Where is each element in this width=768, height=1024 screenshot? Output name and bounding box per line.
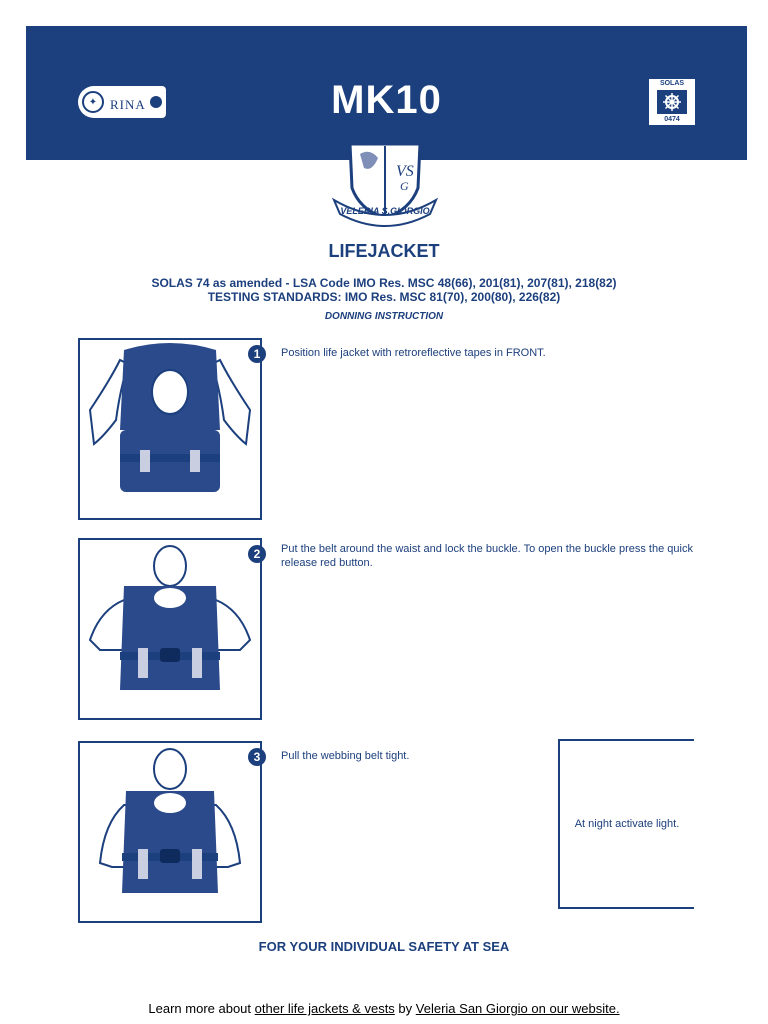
footer-prefix: Learn more about [148,1001,255,1016]
step-1-text: Position life jacket with retroreflectiv… [281,347,546,359]
step-2-text: Put the belt around the waist and lock t… [281,543,693,569]
section-title: DONNING INSTRUCTION [324,311,444,322]
veleria-crest-logo: VS G VELERIA S.GIORGIO [330,138,440,230]
other-lifejackets-link[interactable]: other life jackets & vests [254,1001,395,1016]
step-1-number: 1 [248,345,266,363]
header-banner: ✦ RINA MK10 SOLAS 0474 [26,26,747,160]
page-title: MK10 [331,78,442,122]
rina-mark-icon [149,96,162,108]
step-1-illustration [78,338,262,520]
ship-wheel-icon [657,90,687,114]
svg-text:G: G [400,179,409,193]
solas-badge-number: 0474 [664,116,680,123]
rina-logo-text: RINA [110,96,146,112]
night-light-note: At night activate light. [574,818,680,830]
step-3-illustration [78,741,262,923]
document-heading: LIFEJACKET [328,241,440,261]
crest-text: VELERIA S.GIORGIO [340,206,430,216]
step-3-number: 3 [248,748,266,766]
rina-seal-icon: ✦ [82,91,104,113]
footer-middle: by [394,1001,416,1016]
veleria-website-link[interactable]: Veleria San Giorgio on our website. [415,1001,620,1016]
step-2-number: 2 [248,545,266,563]
solas-badge: SOLAS 0474 [648,78,696,126]
svg-text:VS: VS [396,163,414,180]
step-2-illustration [78,538,262,720]
night-light-box: At night activate light. [558,739,694,909]
solas-standard-line: SOLAS 74 as amended - LSA Code IMO Res. … [151,276,617,290]
step-3-text: Pull the webbing belt tight. [281,750,410,762]
solas-badge-label: SOLAS [659,80,685,87]
footer-line: Learn more about other life jackets & ve… [0,1001,768,1016]
testing-standard-line: TESTING STANDARDS: IMO Res. MSC 81(70), … [207,290,561,304]
rina-certification-logo: ✦ RINA [78,86,166,118]
safety-slogan: FOR YOUR INDIVIDUAL SAFETY AT SEA [258,939,510,954]
